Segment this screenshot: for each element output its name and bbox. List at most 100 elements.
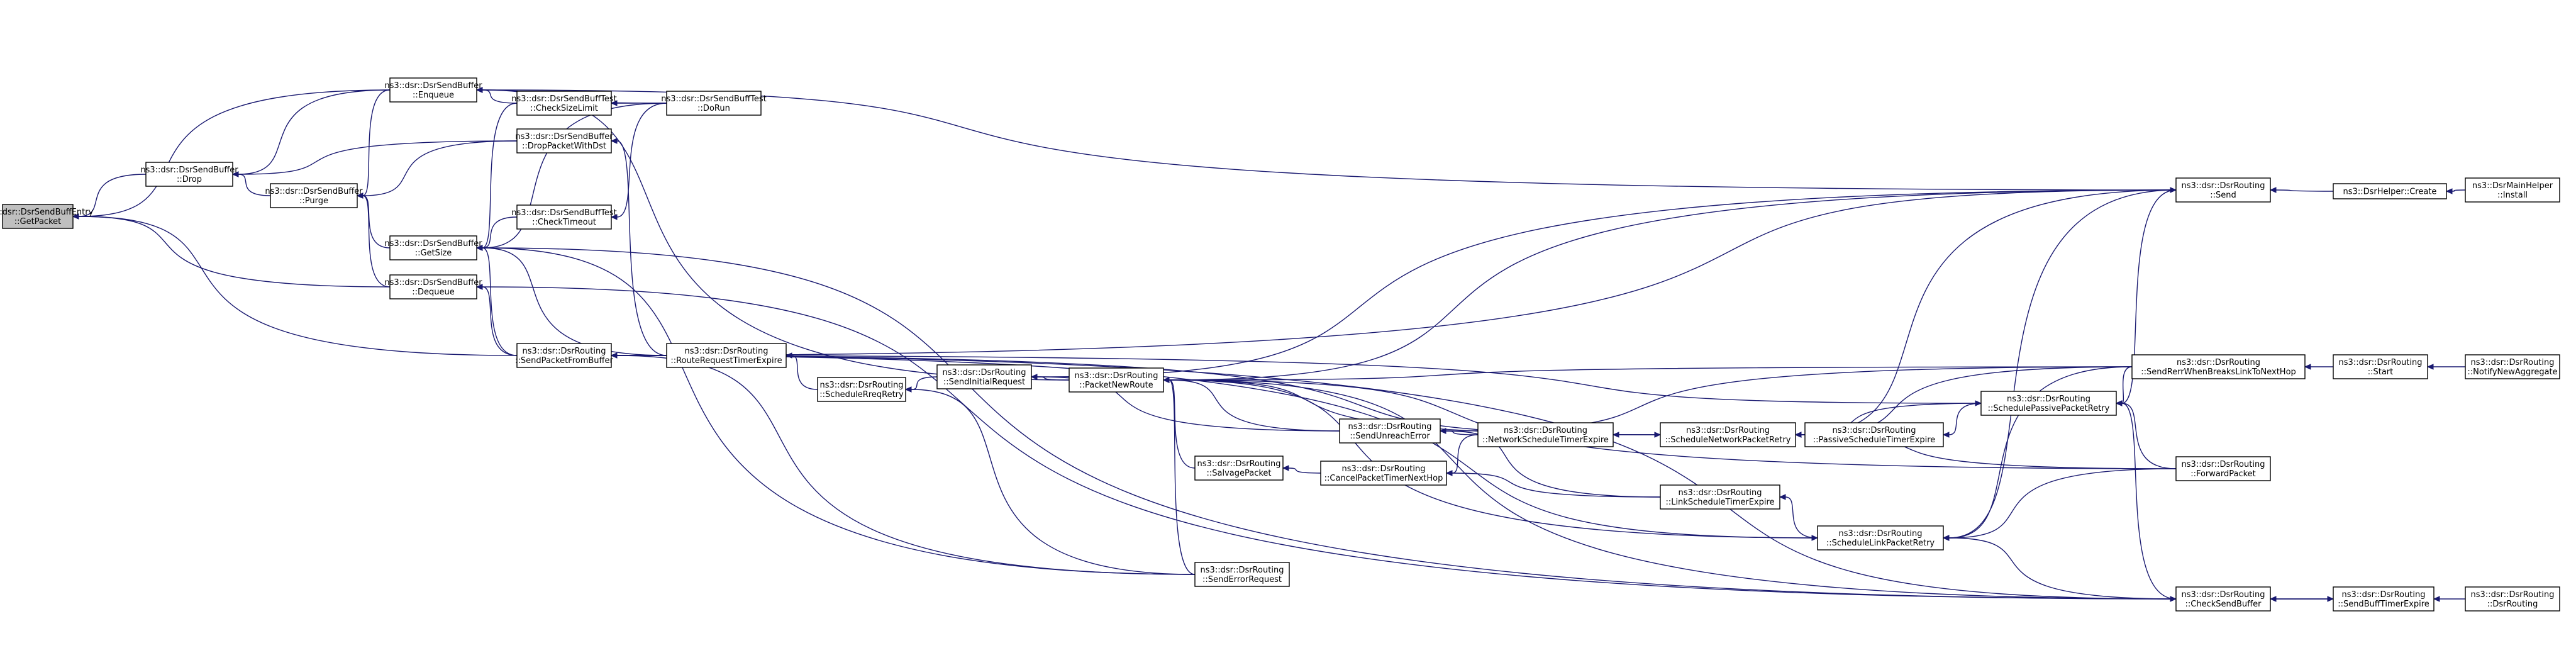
node-label: ::Dequeue — [412, 288, 455, 297]
call-edge — [475, 284, 2177, 600]
node-label: ns3::dsr::DsrRouting — [1679, 488, 1762, 498]
node-schedlinkretry[interactable]: ns3::dsr::DsrRouting::ScheduleLinkPacket… — [1817, 525, 1944, 550]
node-dorun[interactable]: ns3::dsr::DsrSendBuffTest::DoRun — [661, 91, 767, 116]
call-edge — [611, 187, 2177, 356]
call-edge — [1162, 377, 1340, 432]
node-getpacket[interactable]: ns3::dsr::DsrSendBuffEntry::GetPacket — [0, 204, 94, 229]
node-label: ::CheckSizeLimit — [530, 104, 598, 113]
node-enqueue[interactable]: ns3::dsr::DsrSendBuffer::Enqueue — [384, 77, 482, 103]
node-label: ns3::dsr::DsrRouting — [2182, 181, 2265, 191]
node-create[interactable]: ns3::DsrHelper::Create — [2333, 183, 2447, 199]
call-edge — [2426, 364, 2465, 370]
call-edge — [1942, 403, 1982, 438]
call-edge — [610, 352, 1196, 575]
node-checksizelimit[interactable]: ns3::dsr::DsrSendBuffTest::CheckSizeLimi… — [511, 91, 617, 116]
node-getsize[interactable]: ns3::dsr::DsrSendBuffer::GetSize — [384, 235, 482, 260]
node-dequeue[interactable]: ns3::dsr::DsrSendBuffer::Dequeue — [384, 274, 482, 299]
call-edge — [2269, 187, 2334, 193]
node-linktimerexpire[interactable]: ns3::dsr::DsrRouting::LinkScheduleTimerE… — [1660, 484, 1780, 510]
call-edge — [1942, 468, 2177, 541]
node-label: ns3::dsr::DsrRouting — [1201, 566, 1284, 575]
node-drop[interactable]: ns3::dsr::DsrSendBuffer::Drop — [140, 162, 238, 187]
node-label: ::GetPacket — [14, 217, 61, 226]
node-schednetworkretry[interactable]: ns3::dsr::DsrRouting::ScheduleNetworkPac… — [1660, 422, 1796, 447]
call-edge — [475, 103, 518, 251]
call-edge — [1162, 377, 1196, 469]
node-label: ns3::dsr::DsrRouting — [2471, 358, 2555, 367]
node-label: ::CancelPacketTimerNextHop — [1324, 474, 1443, 483]
call-edge — [2304, 364, 2333, 370]
node-start[interactable]: ns3::dsr::DsrRouting::Start — [2333, 354, 2428, 379]
call-edge — [610, 100, 667, 106]
node-label: ::Drop — [177, 175, 202, 184]
node-label: ns3::dsr::DsrRouting — [2182, 590, 2265, 600]
call-edge — [475, 245, 667, 356]
call-edge — [1942, 535, 2177, 600]
node-label: ::Install — [2497, 191, 2528, 200]
call-edge — [1779, 494, 1818, 539]
node-passivetimerexpire[interactable]: ns3::dsr::DsrRouting::PassiveScheduleTim… — [1804, 422, 1944, 447]
call-edge — [72, 213, 518, 356]
node-schedpassiveretry[interactable]: ns3::dsr::DsrRouting::SchedulePassivePac… — [1980, 391, 2117, 416]
node-dsrrouting[interactable]: ns3::dsr::DsrRouting::DsrRouting — [2465, 586, 2560, 612]
call-edge — [785, 352, 818, 390]
node-label: ns3::dsr::DsrSendBuffer — [384, 81, 482, 91]
node-label: ::ForwardPacket — [2190, 469, 2256, 479]
node-label: ns3::dsr::DsrRouting — [685, 347, 769, 356]
node-label: ::SendInitialRequest — [943, 377, 1025, 387]
node-routerequesttimerexpire[interactable]: ns3::dsr::DsrRouting::RouteRequestTimerE… — [666, 343, 787, 368]
node-label: ns3::dsr::DsrRouting — [1686, 426, 1770, 435]
node-label: ns3::dsr::DsrRouting — [2342, 590, 2426, 600]
node-label: ns3::dsr::DsrRouting — [2339, 358, 2423, 367]
call-edge — [231, 89, 391, 177]
node-sendpacketfrombuffer2[interactable]: ns3::dsr::DsrRouting::SendErrorRequest — [1194, 562, 1290, 587]
node-canceltimer[interactable]: ns3::dsr::DsrRouting::CancelPacketTimerN… — [1320, 461, 1447, 486]
node-label: ::ScheduleRreqRetry — [819, 390, 904, 400]
node-salvagepacket[interactable]: ns3::dsr::DsrRouting::SalvagePacket — [1194, 455, 1284, 481]
node-send[interactable]: ns3::dsr::DsrRouting::Send — [2175, 177, 2271, 203]
node-label: ::Enqueue — [413, 91, 454, 100]
node-senderrwhenbreaks[interactable]: ns3::dsr::DsrRouting::SendRerrWhenBreaks… — [2131, 354, 2306, 379]
node-label: ::Send — [2210, 191, 2236, 200]
node-label: ns3::dsr::DsrSendBuffTest — [511, 94, 617, 104]
node-label: ns3::dsr::DsrRouting — [1833, 426, 1916, 435]
node-label: ns3::dsr::DsrRouting — [2182, 460, 2265, 469]
node-label: ::GetSize — [415, 249, 452, 258]
node-checktimeout[interactable]: ns3::dsr::DsrSendBuffTest::CheckTimeout — [511, 204, 617, 230]
call-edge — [1612, 432, 1660, 438]
node-install[interactable]: ns3::DsrMainHelper::Install — [2465, 177, 2560, 203]
node-networktimerexpire[interactable]: ns3::dsr::DsrRouting::NetworkScheduleTim… — [1477, 422, 1614, 447]
call-edge — [2115, 366, 2133, 406]
node-label: ::SendErrorRequest — [1202, 575, 1282, 584]
node-label: ns3::dsr::DsrRouting — [1348, 422, 1432, 432]
call-edge — [1162, 377, 1196, 575]
node-checksendbuffer[interactable]: ns3::dsr::DsrRouting::CheckSendBuffer — [2175, 586, 2271, 612]
node-label: ::DropPacketWithDst — [522, 142, 606, 151]
node-schedulerreqretry[interactable]: ns3::dsr::DsrRouting::ScheduleRreqRetry — [817, 377, 906, 402]
call-edge — [611, 355, 1819, 541]
node-label: ::SalvagePacket — [1206, 469, 1271, 478]
node-sendinitialrequest[interactable]: ns3::dsr::DsrRouting::SendInitialRequest — [936, 364, 1032, 389]
call-edge — [475, 216, 518, 251]
node-label: ns3::dsr::DsrRouting — [1075, 371, 1158, 381]
node-label: ::ScheduleLinkPacketRetry — [1826, 539, 1935, 548]
node-forwardpacket[interactable]: ns3::dsr::DsrRouting::ForwardPacket — [2175, 456, 2271, 481]
node-packetnewroute[interactable]: ns3::dsr::DsrRouting::PacketNewRoute — [1069, 367, 1164, 393]
call-edge — [610, 103, 667, 220]
node-sendpacketfrombuffer[interactable]: ns3::dsr::DsrRouting::SendPacketFromBuff… — [515, 343, 613, 368]
call-edge — [2115, 400, 2177, 600]
node-purge[interactable]: ns3::dsr::DsrSendBuffer::Purge — [265, 183, 363, 208]
node-label: ::SendUnreachError — [1350, 432, 1430, 441]
node-sendunreacherror[interactable]: ns3::dsr::DsrRouting::SendUnreachError — [1339, 418, 1441, 444]
node-label: ns3::dsr::DsrRouting — [1342, 464, 1426, 474]
node-sendbufftimerexpire[interactable]: ns3::dsr::DsrRouting::SendBuffTimerExpir… — [2333, 586, 2434, 612]
node-label: ::Purge — [299, 196, 328, 206]
node-label: ns3::dsr::DsrSendBuffTest — [511, 208, 617, 218]
call-edge — [904, 386, 1196, 575]
node-notifynewaggregate[interactable]: ns3::dsr::DsrRouting::NotifyNewAggregate — [2465, 354, 2560, 379]
node-droppacketwithdst[interactable]: ns3::dsr::DsrSendBuffer::DropPacketWithD… — [515, 128, 613, 154]
node-label: ns3::dsr::DsrSendBuffer — [265, 187, 363, 196]
node-label: ns3::dsr::DsrRouting — [523, 347, 606, 356]
node-label: ns3::dsr::DsrSendBuffer — [384, 239, 482, 249]
